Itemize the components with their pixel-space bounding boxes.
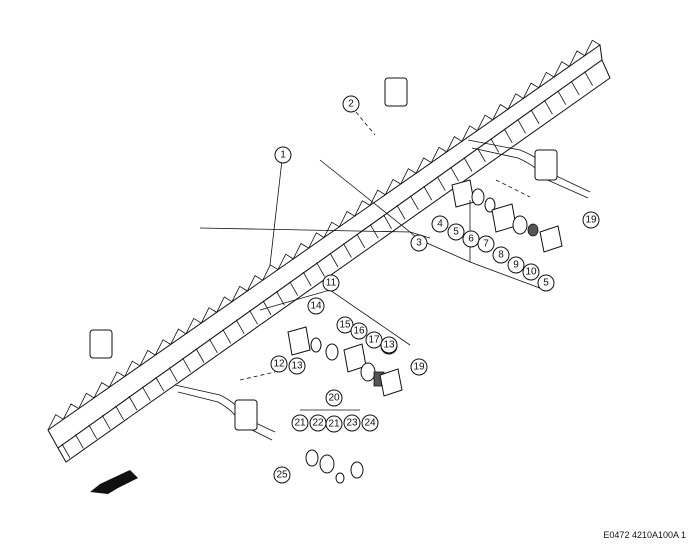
callout-label: 7 xyxy=(483,239,489,250)
callout-3: 3 xyxy=(410,234,428,252)
callout-circle xyxy=(273,466,291,484)
callout-circle xyxy=(431,215,449,233)
callout-7: 7 xyxy=(477,235,495,253)
callout-1: 1 xyxy=(274,146,292,164)
callout-circle xyxy=(492,246,510,264)
callout-circle xyxy=(322,274,340,292)
callout-circle xyxy=(462,230,480,248)
callout-circle xyxy=(537,274,555,292)
callout-label: 24 xyxy=(364,418,376,429)
callout-label: 8 xyxy=(498,250,504,261)
callout-label: 2 xyxy=(348,99,354,110)
callout-9: 9 xyxy=(507,256,525,274)
callout-label: 21 xyxy=(294,418,306,429)
callout-label: 21 xyxy=(328,419,340,430)
callout-label: 19 xyxy=(585,215,597,226)
callout-label: 13 xyxy=(383,340,395,351)
callout-17: 17 xyxy=(365,331,383,349)
drawing-reference-code: E0472 4210A100A 1 xyxy=(603,530,686,540)
callout-label: 22 xyxy=(312,418,324,429)
callout-5: 5 xyxy=(537,274,555,292)
callout-10: 10 xyxy=(522,263,540,281)
callout-19: 19 xyxy=(410,358,428,376)
callout-4: 4 xyxy=(431,215,449,233)
callout-label: 1 xyxy=(280,150,286,161)
sieve-rack xyxy=(47,39,611,463)
middle-hardware-group xyxy=(287,326,403,397)
callout-label: 12 xyxy=(273,359,285,370)
callout-label: 11 xyxy=(326,278,337,289)
callout-12: 12 xyxy=(270,355,288,373)
callout-circle xyxy=(361,414,379,432)
callout-label: 23 xyxy=(346,418,358,429)
upper-hardware-group xyxy=(451,179,563,253)
callout-label: 15 xyxy=(339,320,351,331)
callout-label: 25 xyxy=(276,470,288,481)
callout-16: 16 xyxy=(350,322,368,340)
callout-20: 20 xyxy=(325,389,343,407)
callout-23: 23 xyxy=(343,414,361,432)
callout-2: 2 xyxy=(342,95,360,113)
callout-label: 13 xyxy=(291,361,303,372)
callout-circle xyxy=(342,95,360,113)
callout-label: 10 xyxy=(525,267,537,278)
callout-21: 21 xyxy=(291,414,309,432)
callout-5: 5 xyxy=(447,223,465,241)
callout-11: 11 xyxy=(322,274,340,292)
axle-shafts xyxy=(174,139,591,441)
callout-13: 13 xyxy=(380,336,398,354)
callout-layer: 1234567891051911121314151617181319202122… xyxy=(270,95,600,484)
callout-label: 9 xyxy=(513,260,519,271)
callout-25: 25 xyxy=(273,466,291,484)
callout-circle xyxy=(274,146,292,164)
callout-circle xyxy=(325,389,343,407)
callout-circle xyxy=(365,331,383,349)
callout-21: 21 xyxy=(325,415,343,433)
callout-circle xyxy=(380,336,398,354)
callout-circle xyxy=(325,415,343,433)
callout-label: 5 xyxy=(543,278,549,289)
callout-label: 6 xyxy=(468,234,474,245)
callout-circle xyxy=(343,414,361,432)
callout-6: 6 xyxy=(462,230,480,248)
direction-arrow xyxy=(90,470,138,494)
callout-circle xyxy=(447,223,465,241)
callout-circle xyxy=(522,263,540,281)
callout-circle xyxy=(477,235,495,253)
bearing-brackets xyxy=(89,77,558,431)
callout-label: 16 xyxy=(353,326,365,337)
callout-circle xyxy=(270,355,288,373)
callout-label: 5 xyxy=(453,227,459,238)
callout-circle xyxy=(507,256,525,274)
callout-8: 8 xyxy=(492,246,510,264)
callout-13: 13 xyxy=(288,357,306,375)
callout-24: 24 xyxy=(361,414,379,432)
callout-14: 14 xyxy=(307,297,325,315)
callout-19: 19 xyxy=(582,211,600,229)
callout-label: 3 xyxy=(416,238,422,249)
callout-circle xyxy=(291,414,309,432)
callout-label: 20 xyxy=(328,393,340,404)
callout-label: 4 xyxy=(437,219,443,230)
callout-circle xyxy=(582,211,600,229)
callout-22: 22 xyxy=(309,414,327,432)
callout-label: 17 xyxy=(368,335,380,346)
callout-circle xyxy=(410,358,428,376)
callout-circle xyxy=(288,357,306,375)
callout-circle xyxy=(307,297,325,315)
callout-circle xyxy=(410,234,428,252)
callout-label: 19 xyxy=(413,362,425,373)
callout-label: 14 xyxy=(310,301,322,312)
lower-hardware-group xyxy=(305,449,364,484)
callout-circle xyxy=(350,322,368,340)
